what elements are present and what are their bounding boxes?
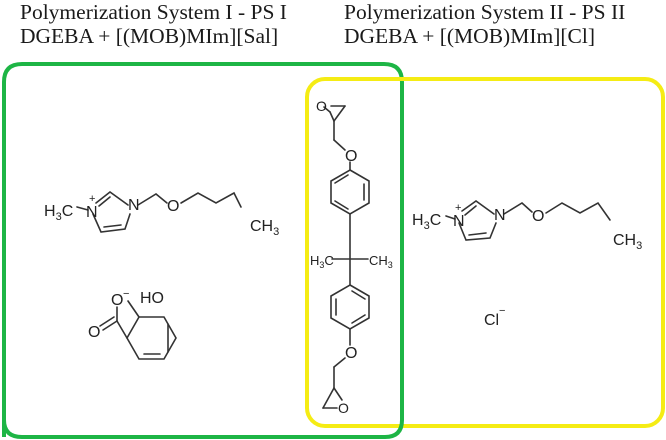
cation-1-structure (76, 190, 242, 233)
dgeba-structure (322, 105, 370, 409)
svg-text:CH3: CH3 (250, 218, 279, 238)
salicylate-structure (99, 300, 177, 360)
svg-text:O: O (316, 98, 327, 114)
svg-text:H3C: H3C (412, 212, 441, 232)
svg-text:−: − (123, 288, 129, 300)
chloride-label: Cl − (484, 305, 505, 329)
svg-text:O: O (111, 292, 123, 309)
cation-2-labels: H3C N + N O CH3 (412, 202, 642, 252)
svg-text:N: N (128, 197, 140, 214)
system-2-heading: Polymerization System II - PS II DGEBA +… (344, 0, 625, 48)
svg-text:O: O (167, 198, 179, 215)
system-2-title: Polymerization System II - PS II (344, 0, 626, 24)
svg-text:+: + (455, 202, 461, 214)
system-2-box (305, 77, 665, 428)
svg-text:+: + (89, 193, 95, 205)
svg-text:O: O (345, 345, 357, 362)
svg-text:HO: HO (140, 290, 164, 307)
system-1-title: Polymerization System I - PS I (20, 0, 287, 24)
svg-text:N: N (453, 213, 465, 230)
system-1-box (2, 62, 404, 437)
svg-text:O: O (345, 148, 357, 165)
system-2-formula: DGEBA + [(MOB)MIm][Cl] (344, 24, 595, 48)
svg-text:O: O (338, 400, 349, 416)
svg-text:CH3: CH3 (613, 232, 642, 252)
svg-text:−: − (499, 305, 505, 317)
cation-2-structure (445, 200, 611, 241)
svg-text:N: N (86, 204, 98, 221)
svg-text:H3C: H3C (44, 203, 73, 223)
svg-text:CH3: CH3 (369, 253, 393, 270)
dgeba-labels: O O H3C CH3 O O (310, 98, 393, 416)
svg-text:O: O (88, 324, 100, 341)
svg-text:O: O (532, 208, 544, 225)
system-1-box-bottom (1, 410, 404, 439)
cation-1-labels: H3C N + N O CH3 (44, 193, 279, 238)
svg-text:Cl: Cl (484, 312, 499, 329)
system-1-formula: DGEBA + [(MOB)MIm][Sal] (20, 24, 279, 48)
system-1-heading: Polymerization System I - PS I DGEBA + [… (20, 0, 287, 48)
svg-text:N: N (494, 207, 506, 224)
salicylate-labels: O − HO O (88, 288, 164, 341)
svg-text:H3C: H3C (310, 253, 334, 270)
